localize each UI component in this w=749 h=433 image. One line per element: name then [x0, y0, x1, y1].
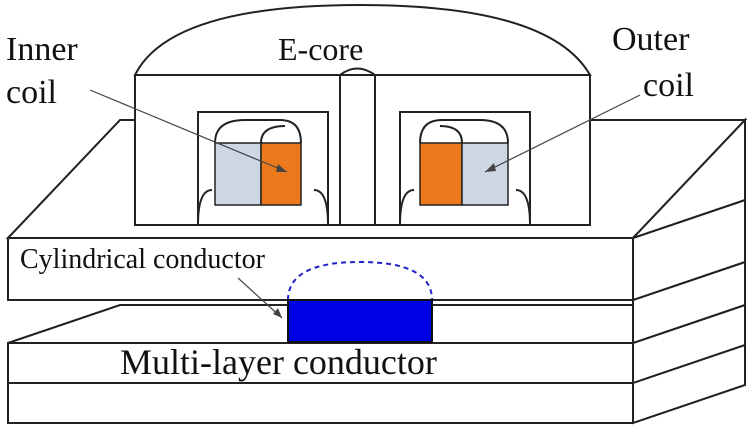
cylindrical-conductor-body	[287, 299, 433, 343]
inner-coil-label-line2: coil	[6, 74, 57, 111]
left-coil	[214, 119, 302, 206]
outer-coil-label-line1: Outer	[612, 21, 690, 58]
multilayer-conductor-label: Multi-layer conductor	[120, 342, 437, 382]
cylindrical-conductor-dashed-outline	[287, 260, 433, 301]
e-core	[133, 3, 592, 226]
leader-lines	[89, 89, 641, 319]
outer-coil-leader	[484, 94, 641, 173]
inner-coil-leader	[89, 89, 288, 173]
cylindrical-conductor	[287, 260, 433, 343]
right-outer-coil	[461, 142, 509, 206]
left-inner-coil	[260, 142, 302, 206]
right-coil	[419, 119, 509, 206]
cylindrical-conductor-leader	[237, 277, 283, 319]
right-inner-coil	[419, 142, 463, 206]
multilayer-conductor-slab	[7, 260, 746, 425]
cylindrical-conductor-label: Cylindrical conductor	[20, 244, 266, 275]
left-outer-coil	[214, 142, 262, 206]
e-core-label: E-core	[278, 31, 363, 67]
outer-coil-label-line2: coil	[643, 67, 694, 104]
inner-coil-label-line1: Inner	[6, 31, 78, 68]
